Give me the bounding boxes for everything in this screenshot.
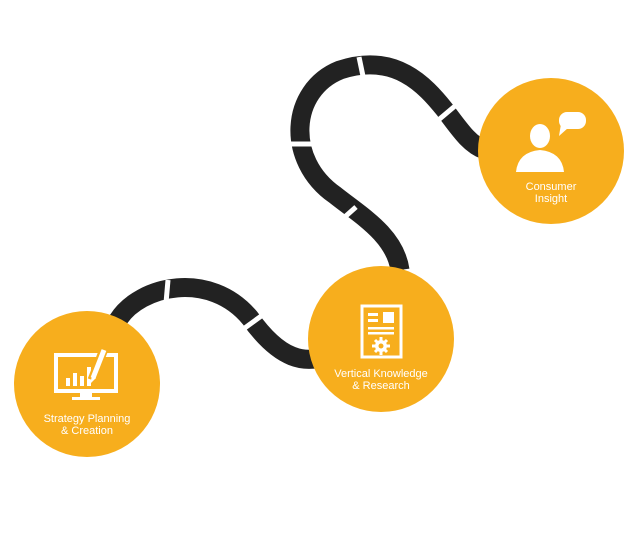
node-consumer-insight: Consumer Insight	[478, 78, 624, 224]
node-label-line1: Strategy Planning	[44, 413, 131, 425]
road-divider	[356, 56, 367, 82]
node-label-line2: Insight	[535, 193, 567, 205]
node-label-line2: & Research	[352, 380, 409, 392]
node-label-line1: Consumer	[526, 181, 577, 193]
node-vertical-knowledge: Vertical Knowledge & Research	[308, 266, 454, 412]
person-speech-bubble-icon	[516, 112, 586, 172]
node-label-line2: & Creation	[61, 425, 113, 437]
node-circle	[478, 78, 624, 224]
road-divider	[240, 311, 266, 333]
document-gear-icon	[360, 304, 403, 359]
road-divider	[434, 104, 457, 124]
node-strategy-planning: Strategy Planning & Creation	[14, 311, 160, 457]
road-divider	[336, 205, 358, 225]
road-divider	[163, 279, 171, 304]
node-label-line1: Vertical Knowledge	[334, 368, 428, 380]
road-dividers	[163, 56, 457, 333]
winding-road	[109, 55, 489, 369]
monitor-chart-pen-icon	[54, 347, 118, 400]
